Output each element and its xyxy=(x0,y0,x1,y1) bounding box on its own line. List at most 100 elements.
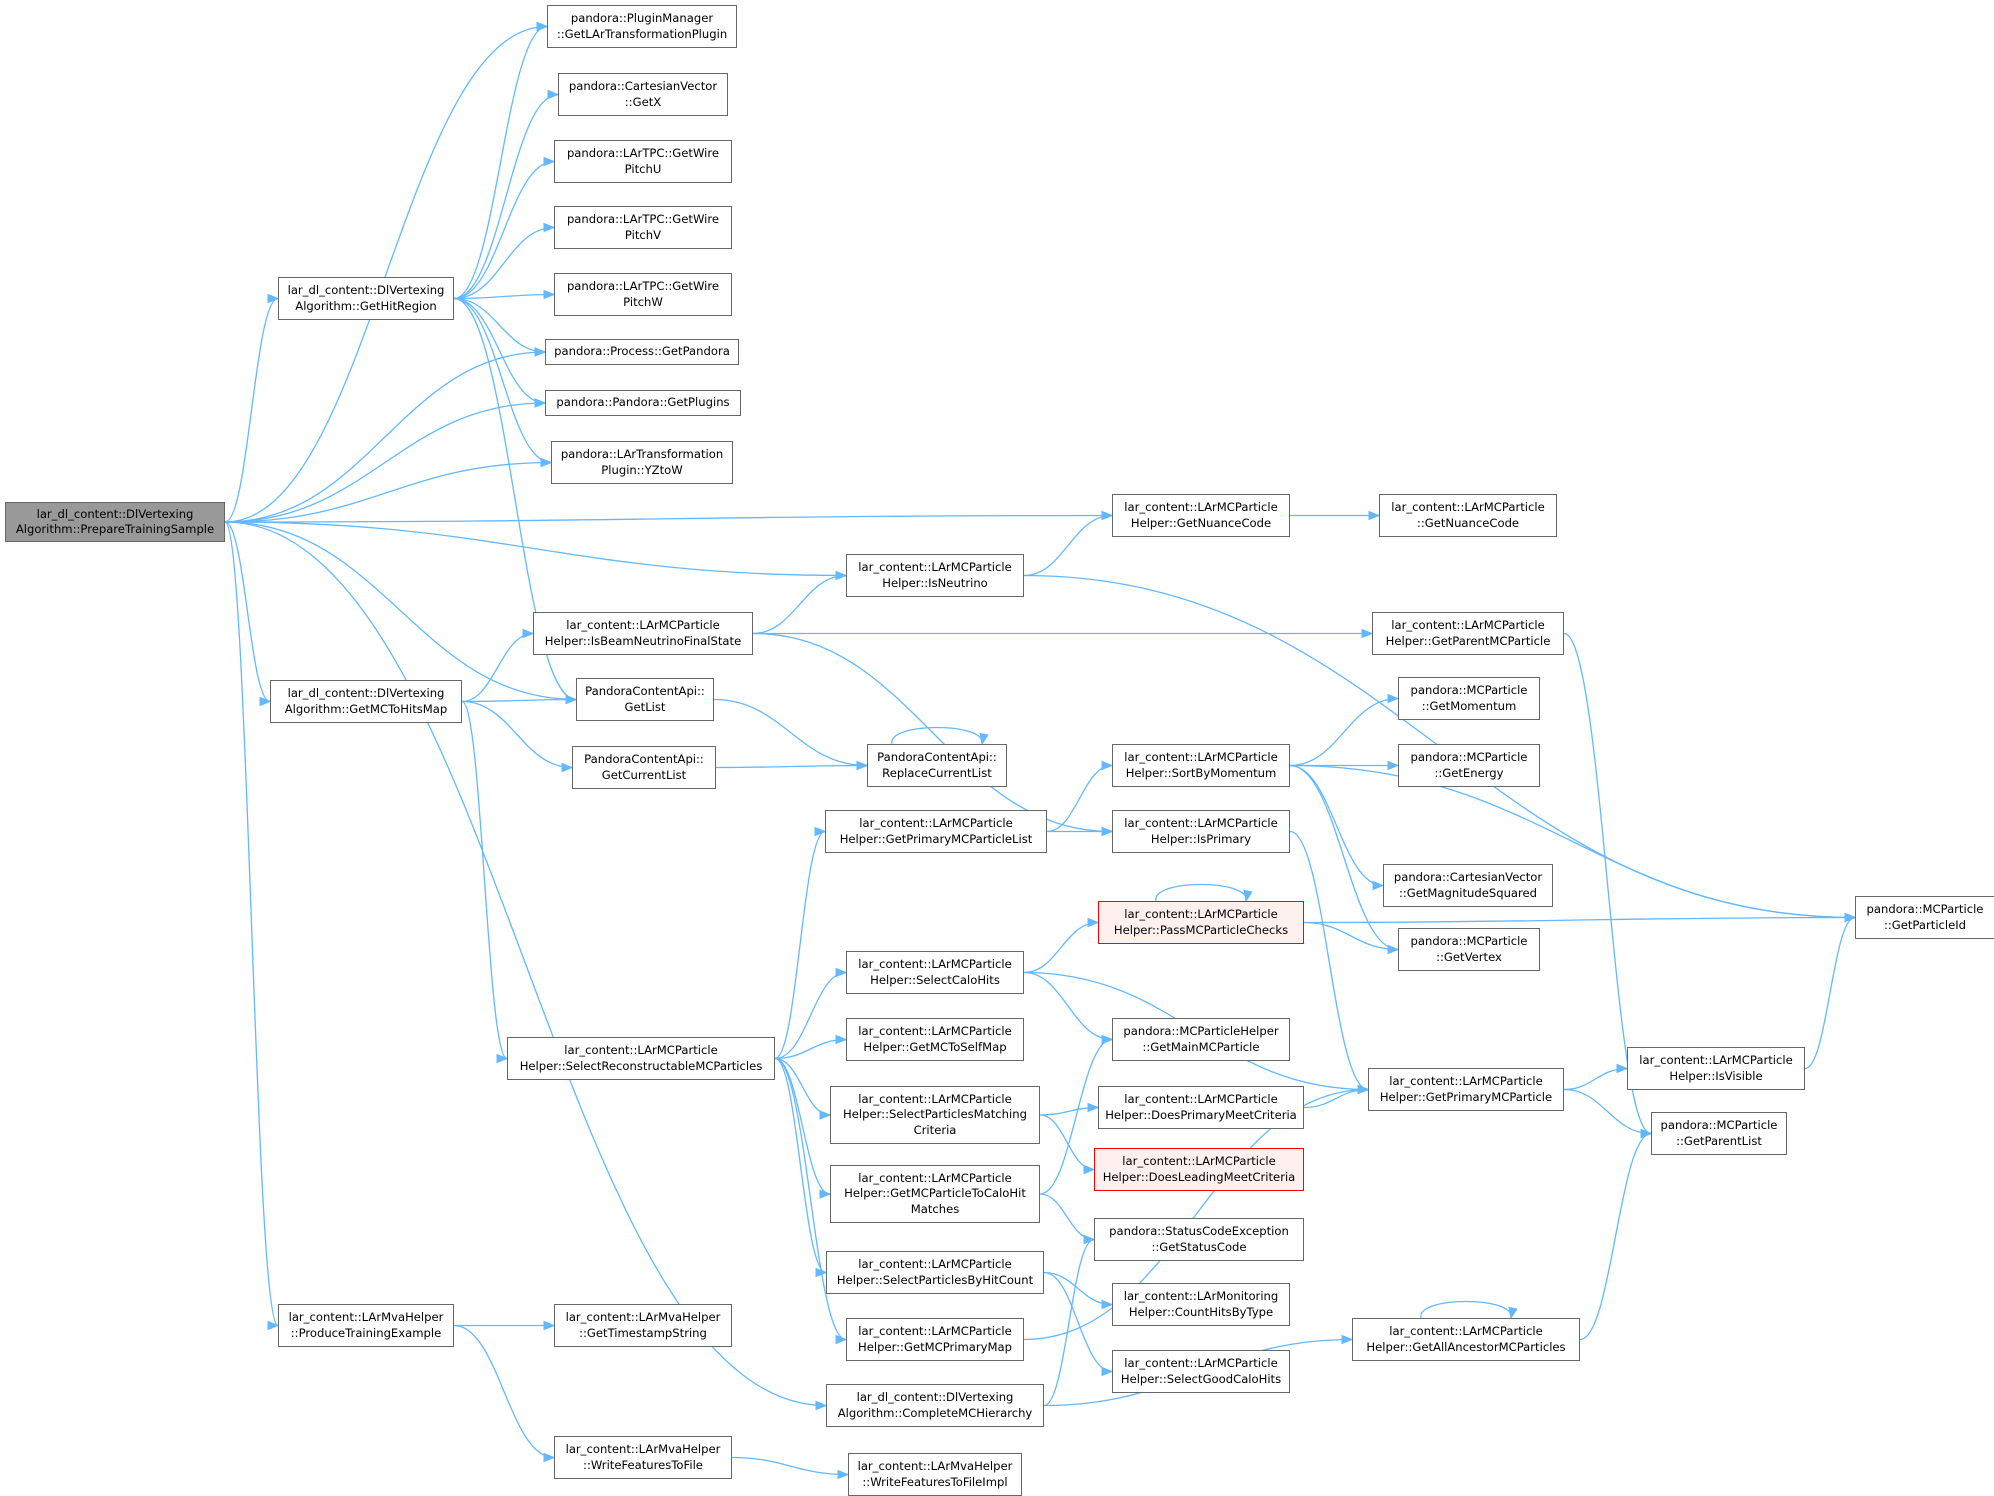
node-label: pandora::Process::GetPandora xyxy=(554,344,730,359)
arrowhead-sortmom-to-energy xyxy=(1387,760,1400,771)
arrowhead-complete-to-ancestors xyxy=(1341,1334,1354,1345)
node-getpandora[interactable]: pandora::Process::GetPandora xyxy=(545,339,739,365)
node-mvaprod[interactable]: lar_content::LArMvaHelper::ProduceTraini… xyxy=(278,1304,454,1347)
node-timestamp[interactable]: lar_content::LArMvaHelper::GetTimestampS… xyxy=(554,1304,732,1347)
node-label: Helper::DoesLeadingMeetCriteria xyxy=(1102,1169,1296,1184)
edge-primmc-to-parentlist xyxy=(1563,1088,1652,1135)
node-momentum[interactable]: pandora::MCParticle::GetMomentum xyxy=(1398,677,1540,720)
node-statuscode[interactable]: pandora::StatusCodeException::GetStatusC… xyxy=(1094,1218,1304,1261)
node-label: lar_content::LArMvaHelper xyxy=(288,1310,444,1324)
edge-prep-to-getplugins xyxy=(224,402,546,523)
arrowhead-selcalo-to-passchecks xyxy=(1087,917,1100,928)
node-getx[interactable]: pandora::CartesianVector::GetX xyxy=(558,73,728,116)
arrowhead-selreco-to-mctoself xyxy=(835,1034,848,1045)
node-label: Criteria xyxy=(913,1122,957,1137)
edge-hitregion-to-getplugins xyxy=(453,297,546,404)
arrowhead-hitregion-to-wpu xyxy=(543,156,556,167)
node-particleid[interactable]: pandora::MCParticle::GetParticleId xyxy=(1855,896,1994,939)
node-label: lar_content::LArMCParticle xyxy=(1124,1356,1278,1370)
edge-self-ancestors xyxy=(1420,1300,1512,1319)
node-label: Helper::GetMCToSelfMap xyxy=(863,1039,1007,1054)
node-energy[interactable]: pandora::MCParticle::GetEnergy xyxy=(1398,744,1540,787)
node-label: Helper::GetMCPrimaryMap xyxy=(858,1339,1012,1354)
node-mainmc[interactable]: pandora::MCParticleHelper::GetMainMCPart… xyxy=(1112,1018,1290,1061)
edge-isneutrino-to-nuance1 xyxy=(1023,514,1113,577)
node-label: ::GetParticleId xyxy=(1883,917,1967,932)
arrowhead-mctohits-to-getlist xyxy=(565,694,578,705)
arrowhead-writefeat-to-writeimpl xyxy=(837,1469,850,1480)
node-label: Helper::SelectCaloHits xyxy=(870,972,1000,987)
node-currlist[interactable]: PandoraContentApi::GetCurrentList xyxy=(572,746,716,789)
node-label: Helper::IsVisible xyxy=(1669,1068,1763,1083)
edge-selreco-to-selhitcount xyxy=(774,1057,827,1274)
edge-isbeamnu-to-isneutrino xyxy=(752,574,847,635)
edge-getlist-to-replist xyxy=(713,698,868,767)
arrowhead-mctohits-to-currlist xyxy=(561,762,574,773)
edge-hitregion-to-getpandora xyxy=(453,297,546,353)
edge-selreco-to-calomatch xyxy=(774,1057,831,1195)
edge-selreco-to-selcalo xyxy=(774,971,847,1060)
arrowhead-mctohits-to-isbeamnu xyxy=(522,628,535,639)
node-getlist[interactable]: PandoraContentApi::GetList xyxy=(576,678,714,721)
node-label: Helper::SelectParticlesMatching xyxy=(843,1107,1027,1122)
edge-currlist-to-replist xyxy=(715,764,868,769)
node-plugman[interactable]: pandora::PluginManager::GetLArTransforma… xyxy=(547,5,737,48)
edge-prep-to-complete xyxy=(224,521,827,1407)
edge-isprimary-to-primmc xyxy=(1289,830,1369,1091)
arrowhead-selreco-to-primlist xyxy=(814,826,827,837)
edge-passchecks-to-vertex xyxy=(1303,921,1399,951)
node-label: lar_content::LArMCParticle xyxy=(1122,1154,1276,1168)
edge-mvaprod-to-writefeat xyxy=(453,1324,555,1459)
node-nuance2[interactable]: lar_content::LArMCParticle::GetNuanceCod… xyxy=(1379,494,1557,537)
edge-sortmom-to-magsq xyxy=(1289,764,1384,887)
node-magsq[interactable]: pandora::CartesianVector::GetMagnitudeSq… xyxy=(1383,864,1553,907)
node-label: Plugin::YZtoW xyxy=(601,462,683,477)
node-parentlist[interactable]: pandora::MCParticle::GetParentList xyxy=(1651,1112,1787,1155)
node-label: pandora::LArTransformation xyxy=(560,447,724,461)
node-vertex[interactable]: pandora::MCParticle::GetVertex xyxy=(1398,928,1540,971)
node-writefeat[interactable]: lar_content::LArMvaHelper::WriteFeatures… xyxy=(554,1436,732,1479)
edge-selcalo-to-mainmc xyxy=(1023,971,1113,1041)
node-writeimpl[interactable]: lar_content::LArMvaHelper::WriteFeatures… xyxy=(848,1453,1022,1496)
edge-sortmom-to-vertex xyxy=(1289,764,1399,951)
arrowhead-isbeamnu-to-isneutrino xyxy=(835,570,848,581)
node-label: lar_content::LArMCParticle xyxy=(1124,1092,1278,1106)
edge-prep-to-nuance1 xyxy=(224,514,1113,523)
node-label: ::WriteFeaturesToFile xyxy=(583,1457,703,1472)
edge-sortmom-to-momentum xyxy=(1289,697,1399,767)
node-replist[interactable]: PandoraContentApi::ReplaceCurrentList xyxy=(867,744,1007,787)
node-label: lar_content::LArMCParticle xyxy=(1124,907,1278,921)
node-getplugins[interactable]: pandora::Pandora::GetPlugins xyxy=(545,390,741,416)
